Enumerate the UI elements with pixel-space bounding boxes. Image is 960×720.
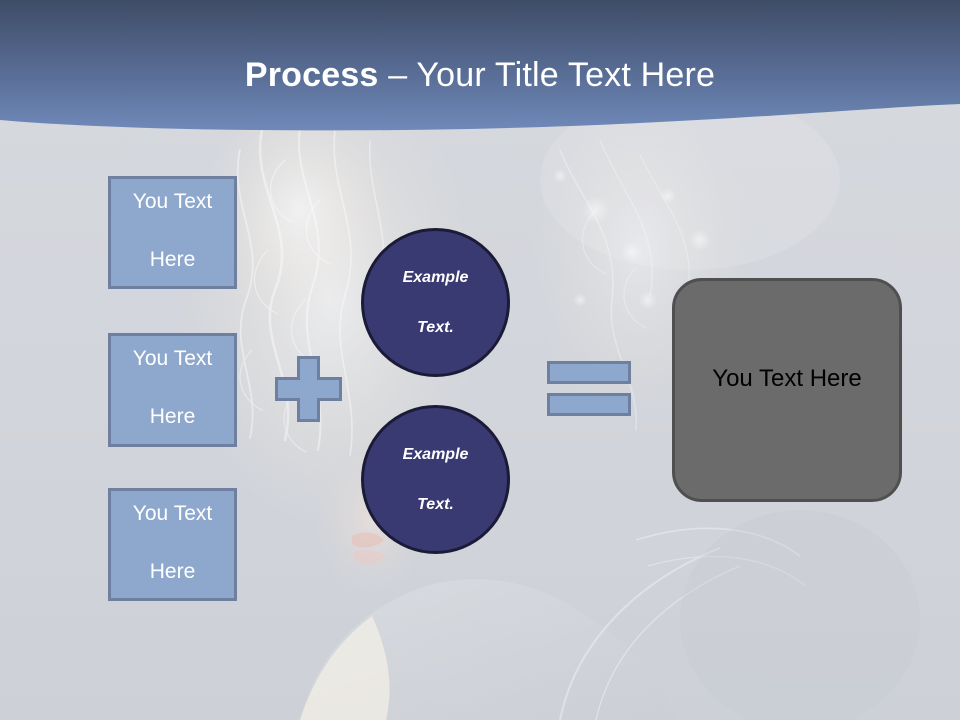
input-box-1[interactable]: You Text Here <box>108 176 237 289</box>
input-box-3-line1: You Text <box>132 501 213 525</box>
input-box-3-line2: Here <box>149 559 196 583</box>
input-box-1-label: You Text Here <box>111 188 234 278</box>
input-box-3-label: You Text Here <box>111 500 234 590</box>
page-title-rest: Your Title Text Here <box>416 56 716 94</box>
equals-bar-top <box>547 361 631 384</box>
equals-icon <box>547 361 631 416</box>
input-box-2-line2: Here <box>149 405 196 428</box>
input-box-2[interactable]: You Text Here <box>108 333 237 447</box>
result-box[interactable]: You Text Here <box>672 278 902 502</box>
input-box-1-line1: You Text <box>132 189 213 213</box>
result-box-label: You Text Here <box>712 365 862 392</box>
process-circle-1[interactable]: Example Text. <box>361 228 510 377</box>
equals-bar-bottom <box>547 393 631 416</box>
input-box-1-line2: Here <box>149 247 196 271</box>
process-circle-1-line1: Example <box>402 269 469 286</box>
input-box-2-label: You Text Here <box>111 345 234 435</box>
page-title-prefix: Process <box>244 56 379 94</box>
process-circle-2-line1: Example <box>402 446 469 463</box>
process-circle-2[interactable]: Example Text. <box>361 405 510 554</box>
page-title: Process – Your Title Text Here <box>0 53 960 97</box>
input-box-3[interactable]: You Text Here <box>108 488 237 601</box>
page-title-separator: – <box>378 56 417 94</box>
process-circle-1-line2: Text. <box>417 319 454 336</box>
header-banner <box>0 0 960 160</box>
process-circle-2-label: Example Text. <box>364 442 507 517</box>
input-box-2-line1: You Text <box>132 347 213 370</box>
process-circle-2-line2: Text. <box>417 496 454 513</box>
process-circle-1-label: Example Text. <box>364 265 507 340</box>
plus-icon <box>275 356 342 422</box>
